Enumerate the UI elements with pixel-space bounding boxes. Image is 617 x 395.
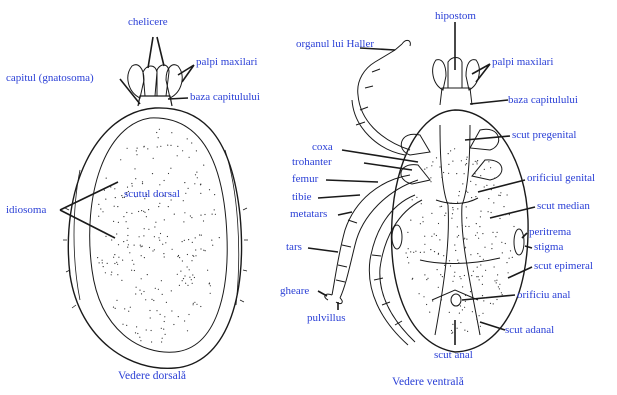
label-hipostom: hipostom [435, 10, 476, 22]
ventral-view-drawing [325, 40, 528, 352]
label-scut-median: scut median [537, 200, 590, 212]
label-baza-capitulului-dorsal: baza capitulului [190, 91, 260, 103]
label-pulvillus: pulvillus [307, 312, 346, 324]
dorsal-view-drawing [63, 65, 248, 369]
label-idiosoma: idiosoma [6, 204, 46, 216]
label-organul-lui-haller: organul lui Haller [296, 38, 374, 50]
label-tibie: tibie [292, 191, 312, 203]
label-stigma: stigma [534, 241, 563, 253]
label-scut-pregenital: scut pregenital [512, 129, 576, 141]
caption-ventral: Vedere ventrală [392, 376, 464, 388]
label-capitul: capitul (gnatosoma) [6, 72, 94, 84]
label-scut-epimeral: scut epimeral [534, 260, 593, 272]
label-orificiu-anal: orificiu anal [517, 289, 570, 301]
label-gheare: gheare [280, 285, 309, 297]
caption-dorsal: Vedere dorsală [118, 370, 186, 382]
label-scut-adanal: scut adanal [505, 324, 554, 336]
label-peritrema: peritrema [529, 226, 571, 238]
label-chelicere: chelicere [128, 16, 168, 28]
label-coxa: coxa [312, 141, 333, 153]
label-palpi-maxilari-dorsal: palpi maxilari [196, 56, 257, 68]
label-orificiul-genital: orificiul genital [527, 172, 595, 184]
label-tars: tars [286, 241, 302, 253]
label-scutul-dorsal: scutul dorsal [124, 188, 180, 200]
label-palpi-maxilari-ventral: palpi maxilari [492, 56, 553, 68]
label-metatars: metatars [290, 208, 327, 220]
label-baza-capitulului-ventral: baza capitulului [508, 94, 578, 106]
label-scut-anal: scut anal [434, 349, 473, 361]
label-femur: femur [292, 173, 318, 185]
label-trohanter: trohanter [292, 156, 332, 168]
